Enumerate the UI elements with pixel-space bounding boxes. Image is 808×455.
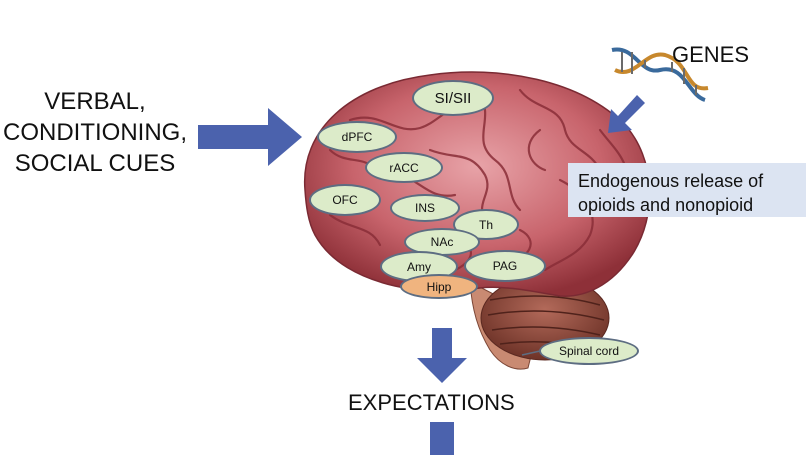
cues-label: VERBAL, CONDITIONING, SOCIAL CUES	[0, 86, 190, 179]
region-si-sii: SI/SII	[412, 80, 494, 116]
cue-line-1: VERBAL,	[44, 88, 146, 115]
release-line-2: opioids and nonopioid	[578, 195, 754, 215]
region-dpfc: dPFC	[317, 121, 397, 153]
cue-line-3: SOCIAL CUES	[14, 150, 176, 177]
expectations-label: EXPECTATIONS	[348, 390, 515, 415]
cue-line-2: CONDITIONING,	[3, 119, 187, 146]
genes-arrow	[608, 95, 645, 133]
expectations-arrow-top	[417, 328, 467, 383]
release-box: Endogenous release of opioids and nonopi…	[568, 163, 806, 217]
region-pag: PAG	[464, 250, 546, 282]
spinal-cord-leader	[521, 350, 541, 356]
region-hipp: Hipp	[400, 274, 478, 299]
cue-arrow	[198, 108, 302, 166]
region-spinal-cord: Spinal cord	[539, 337, 639, 365]
region-racc: rACC	[365, 152, 443, 183]
genes-label: GENES	[672, 42, 750, 67]
region-ins: INS	[390, 194, 460, 222]
release-line-1: Endogenous release of	[578, 171, 764, 191]
expectations-arrow-bottom	[430, 422, 454, 455]
region-ofc: OFC	[309, 184, 381, 216]
dna-helix-icon	[611, 47, 709, 102]
